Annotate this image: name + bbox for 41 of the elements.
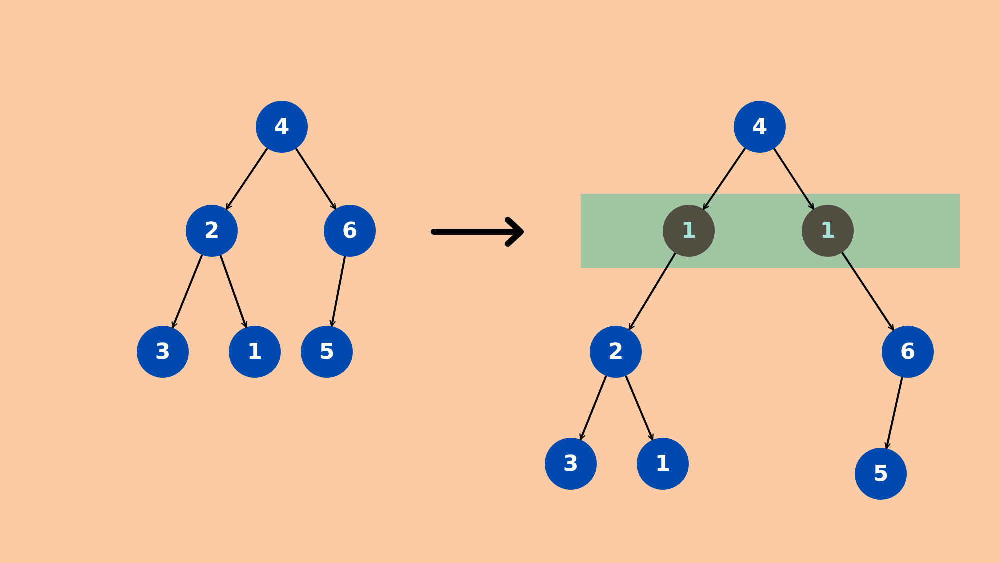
node-value: 1	[820, 218, 836, 244]
arrow	[172, 254, 204, 328]
node-value: 1	[655, 452, 671, 476]
node-value: 1	[247, 340, 263, 364]
arrow	[625, 376, 654, 441]
tree-node-circle	[734, 101, 786, 153]
tree-node-circle	[545, 438, 597, 490]
tree-node-circle	[882, 326, 934, 378]
tree-node-circle	[229, 326, 281, 378]
arrow	[884, 377, 904, 450]
node-value: 6	[900, 340, 916, 364]
node-value: 3	[155, 340, 171, 364]
arrow	[580, 376, 608, 440]
node-value: 5	[319, 340, 335, 364]
node-value: 4	[274, 114, 290, 140]
tree-node-circle	[324, 205, 376, 257]
arrow	[842, 252, 894, 331]
arrow	[628, 252, 676, 330]
arrow	[330, 256, 346, 328]
node-value: 1	[681, 218, 697, 244]
node-value: 2	[608, 340, 624, 364]
node-value: 2	[204, 218, 220, 244]
arrow	[226, 148, 268, 210]
arrow	[773, 148, 815, 210]
tree-node-circle	[590, 326, 642, 378]
node-value: 6	[342, 218, 358, 244]
tree-node-circle	[802, 205, 854, 257]
tree-node-circle	[256, 101, 308, 153]
arrow	[702, 148, 746, 210]
tree-node-circle	[301, 326, 353, 378]
tree-node-circle	[637, 438, 689, 490]
tree-node-circle	[186, 205, 238, 257]
arrow	[220, 255, 248, 328]
node-value: 3	[563, 452, 579, 476]
node-value: 5	[873, 462, 889, 486]
tree-node-circle	[137, 326, 189, 378]
tree-node-circle	[855, 448, 907, 500]
node-value: 4	[752, 114, 768, 140]
highlight-band	[581, 194, 960, 268]
arrow	[295, 148, 337, 210]
tree-node-circle	[663, 205, 715, 257]
